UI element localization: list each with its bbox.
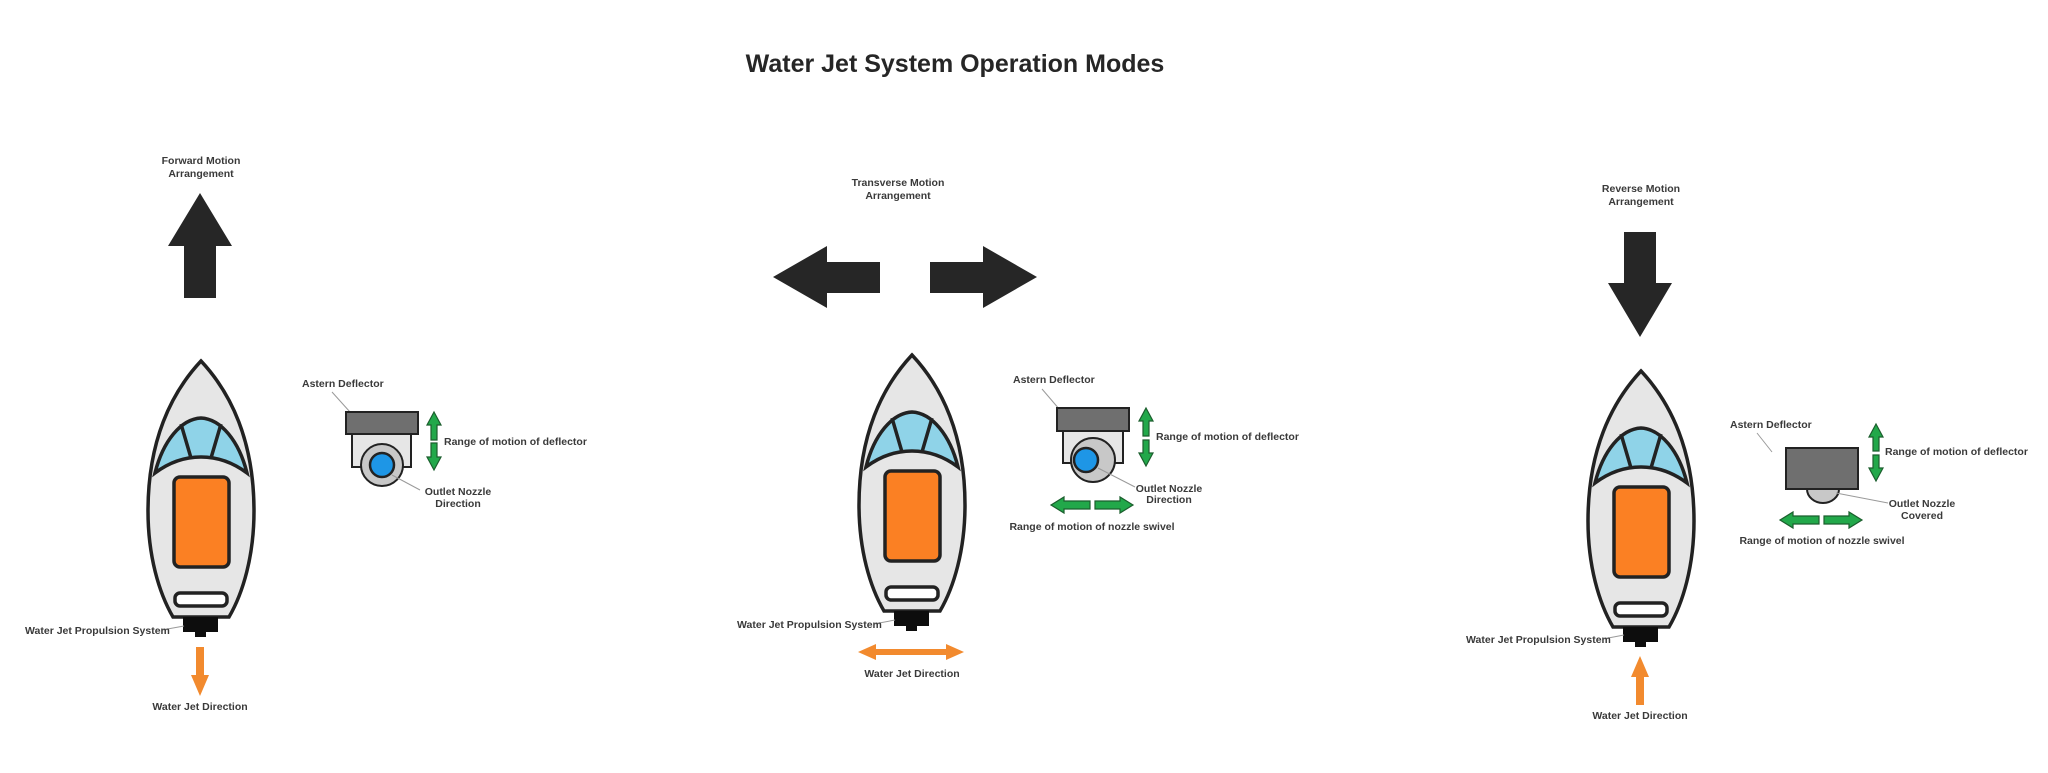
transverse-nozzle-label-line1: Outlet Nozzle <box>1136 483 1203 495</box>
transverse-swivel-left-arrow-icon <box>1049 495 1091 515</box>
reverse-nozzle-label-line2: Covered <box>1901 510 1943 522</box>
transverse-deflector-label: Astern Deflector <box>1013 374 1095 386</box>
reverse-deflector-range-label: Range of motion of deflector <box>1885 446 2028 458</box>
reverse-mode-panel: Reverse Motion Arrangement Water Jet Pro… <box>1466 183 2028 722</box>
transverse-propulsion-label: Water Jet Propulsion System <box>737 619 882 631</box>
reverse-deflector-detail: Astern Deflector Range of motion of defl… <box>1730 419 2028 547</box>
forward-deflector-plate-icon <box>345 411 419 435</box>
reverse-heading-line2: Arrangement <box>1608 196 1674 208</box>
reverse-deflector-plate-icon <box>1785 447 1859 490</box>
reverse-swivel-left-arrow-icon <box>1778 510 1820 530</box>
transverse-deflector-down-arrow-icon <box>1137 439 1155 468</box>
reverse-swivel-right-arrow-icon <box>1823 510 1864 530</box>
transverse-swivel-right-arrow-icon <box>1094 495 1135 515</box>
forward-jet-direction-arrow-icon <box>191 647 209 696</box>
reverse-nozzle-label-line1: Outlet Nozzle <box>1889 498 1956 510</box>
transverse-right-motion-arrow-icon <box>930 246 1037 308</box>
transverse-deflector-range-label: Range of motion of deflector <box>1156 431 1299 443</box>
nozzle-leader-line <box>1835 492 1889 504</box>
transverse-deflector-detail: Astern Deflector Range of motion of defl… <box>1009 374 1298 533</box>
forward-boat-icon <box>146 359 256 639</box>
reverse-boat-icon <box>1586 369 1696 649</box>
forward-mode-panel: Forward Motion Arrangement Water Jet Pro… <box>25 155 587 713</box>
transverse-left-motion-arrow-icon <box>773 246 880 308</box>
forward-deflector-detail: Astern Deflector Range of motion of defl… <box>302 378 587 510</box>
transverse-heading-line1: Transverse Motion <box>852 177 945 189</box>
forward-heading-line2: Arrangement <box>168 168 234 180</box>
deflector-leader-line <box>1041 388 1061 411</box>
nozzle-leader-line <box>1097 467 1136 488</box>
forward-jet-direction-label: Water Jet Direction <box>152 701 247 713</box>
reverse-swivel-range-label: Range of motion of nozzle swivel <box>1739 535 1904 547</box>
transverse-heading-line2: Arrangement <box>865 190 931 202</box>
propulsion-leader-line <box>1602 634 1625 640</box>
transverse-deflector-plate-icon <box>1056 407 1130 432</box>
forward-heading-line1: Forward Motion <box>162 155 241 167</box>
reverse-heading-line1: Reverse Motion <box>1602 183 1680 195</box>
forward-deflector-range-label: Range of motion of deflector <box>444 436 587 448</box>
reverse-nozzle-covered-icon <box>1805 488 1841 504</box>
transverse-deflector-up-arrow-icon <box>1137 406 1155 437</box>
transverse-jet-direction-arrow-icon <box>858 644 964 660</box>
deflector-leader-line <box>1756 432 1773 453</box>
reverse-jet-direction-arrow-icon <box>1631 656 1649 705</box>
forward-motion-arrow-icon <box>168 193 232 298</box>
deflector-leader-line <box>331 391 351 413</box>
reverse-motion-arrow-icon <box>1608 232 1672 337</box>
forward-nozzle-outlet-icon <box>368 451 396 479</box>
diagram-title: Water Jet System Operation Modes <box>746 50 1165 78</box>
forward-deflector-up-arrow-icon <box>425 410 443 441</box>
transverse-boat-icon <box>857 353 967 633</box>
reverse-deflector-up-arrow-icon <box>1867 422 1885 452</box>
transverse-jet-direction-label: Water Jet Direction <box>864 668 959 680</box>
reverse-deflector-down-arrow-icon <box>1867 454 1885 483</box>
forward-propulsion-label: Water Jet Propulsion System <box>25 625 170 637</box>
transverse-mode-panel: Transverse Motion Arrangement Water Jet … <box>737 177 1299 680</box>
transverse-nozzle-outlet-icon <box>1072 446 1100 474</box>
reverse-jet-direction-label: Water Jet Direction <box>1592 710 1687 722</box>
forward-nozzle-label-line1: Outlet Nozzle <box>425 486 492 498</box>
transverse-swivel-range-label: Range of motion of nozzle swivel <box>1009 521 1174 533</box>
forward-nozzle-label-line2: Direction <box>435 498 481 510</box>
forward-deflector-label: Astern Deflector <box>302 378 384 390</box>
propulsion-leader-line <box>873 619 896 625</box>
reverse-propulsion-label: Water Jet Propulsion System <box>1466 634 1611 646</box>
nozzle-leader-line <box>391 474 421 491</box>
propulsion-leader-line <box>161 625 185 631</box>
forward-deflector-down-arrow-icon <box>425 442 443 472</box>
reverse-deflector-label: Astern Deflector <box>1730 419 1812 431</box>
transverse-nozzle-label-line2: Direction <box>1146 494 1192 506</box>
